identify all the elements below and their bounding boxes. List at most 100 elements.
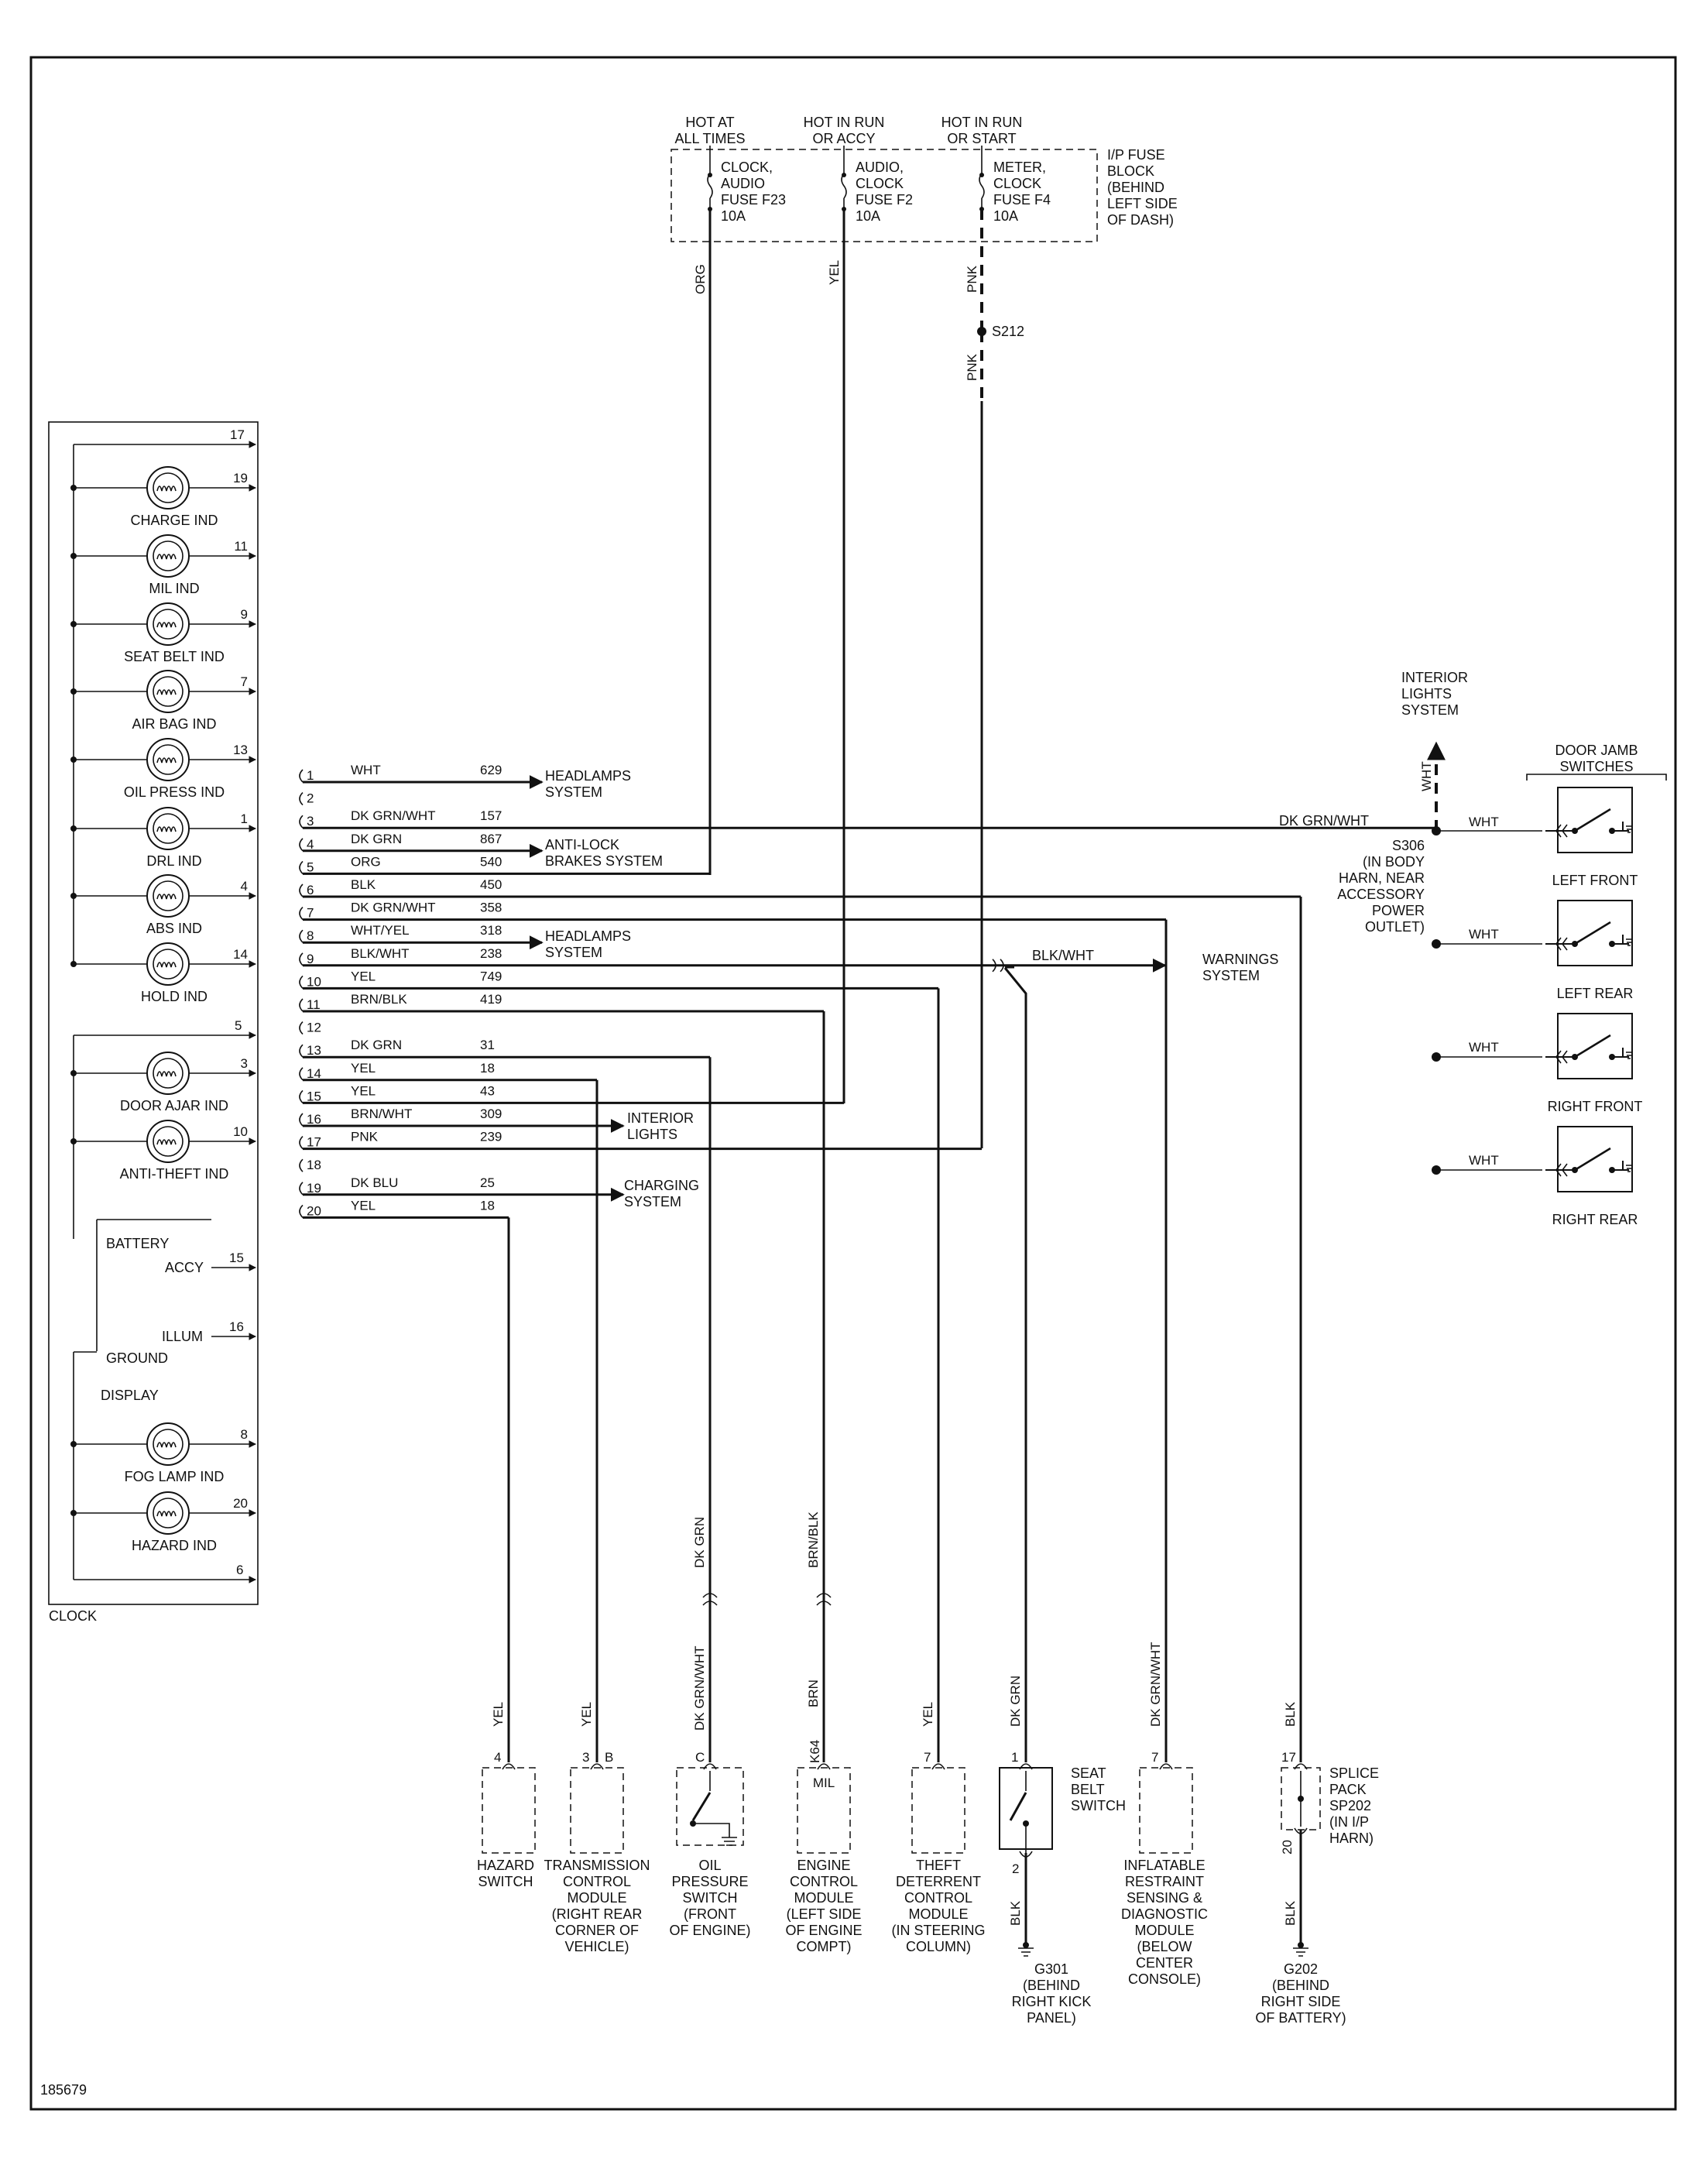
- indicator-lamp-icon: [146, 1491, 190, 1535]
- connector-pin-number: 3: [307, 814, 314, 829]
- wire-color-label: BLK: [1283, 1900, 1298, 1926]
- wire-color-label: DK GRN/WHT: [1148, 1642, 1163, 1727]
- switch-wire-label: WHT: [1469, 1153, 1499, 1168]
- circuit-number: 157: [480, 808, 502, 823]
- wire-color-label: DK BLU: [351, 1175, 398, 1190]
- indicator-label: OIL PRESS IND: [124, 784, 225, 800]
- illum-label: ILLUM: [162, 1329, 203, 1344]
- indicator-label: FOG LAMP IND: [125, 1469, 225, 1484]
- wire-color-label: BRN/WHT: [351, 1107, 412, 1121]
- connector-pin-number: 15: [307, 1089, 321, 1103]
- wire-label-pnk-2: PNK: [965, 353, 979, 381]
- indicator-lamp-icon: [146, 670, 190, 713]
- hazard-switch-outline: [482, 1767, 536, 1854]
- indicator-lamp-icon: [146, 534, 190, 578]
- component-pin: 3: [582, 1750, 589, 1765]
- connector-pin-number: 20: [307, 1203, 321, 1218]
- component-pin: B: [605, 1750, 613, 1765]
- connector-pin-number: 5: [307, 859, 314, 874]
- wire-color-label: DK GRN: [692, 1517, 707, 1568]
- ground-label: GROUND: [106, 1350, 168, 1366]
- indicator-label: HAZARD IND: [132, 1538, 217, 1553]
- indicator-lamp-icon: [146, 1422, 190, 1466]
- splice-s212-label: S212: [992, 324, 1024, 339]
- clock-pin-number: 20: [233, 1496, 248, 1511]
- connector-pin-number: 2: [307, 791, 314, 806]
- component-pin: MIL: [813, 1776, 835, 1790]
- indicator-lamp-icon: [146, 466, 190, 510]
- wire-color-label: BLK: [1008, 1900, 1023, 1926]
- connector-pin-number: 10: [307, 974, 321, 989]
- indicator-lamp-icon: [146, 1120, 190, 1163]
- component-pin: K64: [808, 1740, 822, 1763]
- circuit-number: 31: [480, 1038, 495, 1052]
- ecm-outline: [797, 1767, 851, 1854]
- connector-pin-number: 14: [307, 1066, 321, 1081]
- circuit-number: 18: [480, 1061, 495, 1076]
- component-pin: 2: [1012, 1861, 1019, 1876]
- wire-label-org: ORG: [693, 264, 708, 294]
- wire-color-label: YEL: [579, 1702, 594, 1727]
- circuit-number: 419: [480, 992, 502, 1007]
- wire-color-label: DK GRN: [1008, 1676, 1023, 1727]
- wire-color-label: ORG: [351, 854, 381, 869]
- clock-module: CLOCK 17: [48, 421, 259, 1624]
- door-switch-icon: [1544, 786, 1634, 854]
- wire-color-label: YEL: [491, 1702, 506, 1727]
- clock-pin-number: 7: [241, 674, 248, 689]
- door-switch-label: LEFT REAR: [1557, 986, 1634, 1001]
- indicator-label: ABS IND: [146, 921, 202, 936]
- wire-color-label: BRN/BLK: [351, 992, 407, 1007]
- switch-wire-label: WHT: [1469, 927, 1499, 942]
- connector-pin-number: 19: [307, 1181, 321, 1196]
- component-pin: 17: [1281, 1750, 1296, 1765]
- connector-pin-number: 1: [307, 768, 314, 783]
- circuit-number: 25: [480, 1175, 495, 1190]
- battery-label: BATTERY: [106, 1236, 169, 1251]
- clock-pin-number: 4: [241, 879, 248, 894]
- wire-color-label: DK GRN/WHT: [351, 808, 436, 823]
- door-switch-icon: [1544, 1125, 1634, 1193]
- wire-color-label: YEL: [351, 1061, 376, 1076]
- circuit-number: 358: [480, 901, 502, 915]
- circuit-number: 43: [480, 1083, 495, 1098]
- connector-pin-number: 8: [307, 928, 314, 943]
- connector-pin-number: 13: [307, 1043, 321, 1058]
- wire-color-label: DK GRN/WHT: [351, 901, 436, 915]
- clock-pin-number: 9: [241, 607, 248, 622]
- svg-text:17: 17: [230, 427, 245, 442]
- connector-pin-number: 9: [307, 952, 314, 966]
- clock-pin-number: 19: [233, 471, 248, 485]
- clock-pin-number: 8: [241, 1427, 248, 1442]
- indicator-lamp-icon: [146, 874, 190, 918]
- indicator-lamp-icon: [146, 942, 190, 986]
- clock-label: CLOCK: [49, 1608, 97, 1624]
- door-switch-label: RIGHT FRONT: [1548, 1099, 1643, 1114]
- clock-pin-number: 10: [233, 1124, 248, 1139]
- indicator-label: ANTI-THEFT IND: [120, 1166, 229, 1182]
- indicator-lamp-icon: [146, 602, 190, 646]
- clock-pin-number: 14: [233, 947, 248, 962]
- wire-label-yel: YEL: [827, 260, 842, 285]
- clock-lower: 5 BATTERY ACCY 15 ILLUM 16 GROUND DISPLA…: [74, 1018, 256, 1583]
- indicator-label: SEAT BELT IND: [124, 649, 225, 664]
- wire-color-label: DK GRN/WHT: [692, 1645, 707, 1731]
- svg-text:6: 6: [236, 1563, 243, 1577]
- wire-color-label: DK GRN: [351, 1038, 402, 1052]
- oil-pressure-switch-outline: [676, 1767, 744, 1846]
